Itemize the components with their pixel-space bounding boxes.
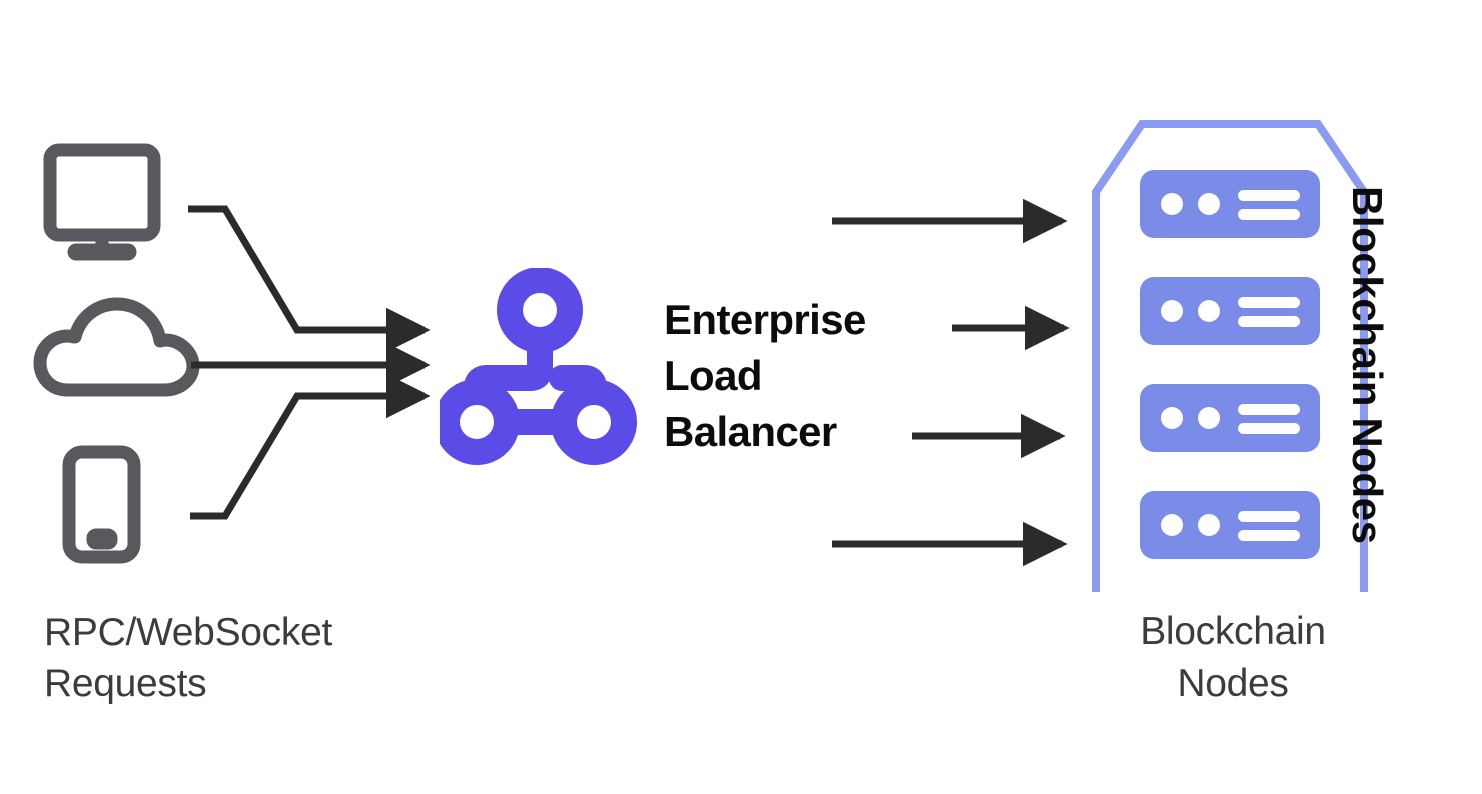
blockchain-node-2	[1140, 277, 1320, 345]
blockchain-node-1	[1140, 170, 1320, 238]
desktop-monitor-icon	[43, 143, 161, 261]
blockchain-nodes-label: Blockchain Nodes	[1140, 610, 1326, 705]
mobile-phone-icon	[62, 445, 141, 564]
load-balancer-label: Enterprise Load Balancer	[664, 296, 866, 455]
blockchain-node-3	[1140, 384, 1320, 452]
blockchain-node-rack	[1092, 120, 1368, 592]
ingress-arrow-bottom	[190, 373, 431, 520]
cloud-icon	[33, 297, 200, 397]
blockchain-node-4	[1140, 491, 1320, 559]
rack-frame-outline	[1092, 120, 1368, 592]
ingress-arrow-top	[188, 205, 431, 353]
load-balancer-node-graph-icon	[440, 268, 637, 465]
blockchain-nodes-side-label: Blockchain Nodes	[1344, 186, 1391, 544]
client-requests-label: RPC/WebSocket Requests	[44, 611, 332, 706]
